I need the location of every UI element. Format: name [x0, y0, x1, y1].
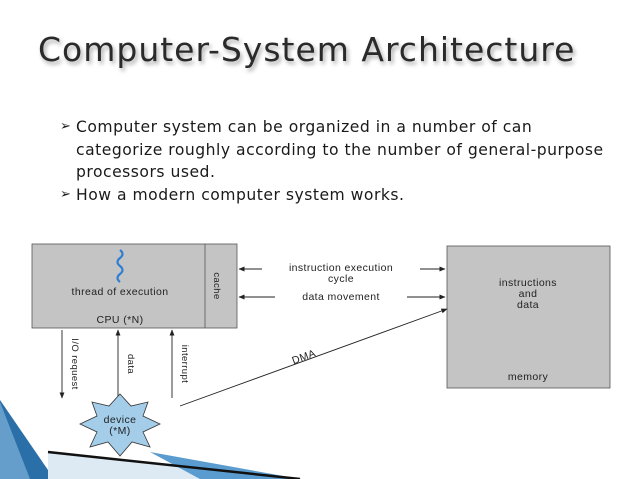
- architecture-diagram: cache thread of execution CPU (*N) instr…: [31, 243, 611, 457]
- memory-box: [446, 245, 611, 389]
- memory-label: memory: [508, 371, 549, 383]
- data-label: data: [125, 354, 136, 374]
- memory-data-label: data: [517, 299, 539, 311]
- device-count-label: (*M): [109, 425, 130, 437]
- cpu-box: [31, 243, 238, 329]
- cpu-label: CPU (*N): [97, 314, 144, 326]
- bullet-item: ➢ Computer system can be organized in a …: [60, 116, 622, 184]
- io-request-label: I/O request: [69, 338, 80, 389]
- device-label: device: [104, 414, 137, 426]
- dma-label: DMA: [290, 347, 317, 367]
- cache-label: cache: [211, 272, 222, 299]
- dma-arrow: [179, 308, 448, 407]
- instruction-cycle-label: instruction execution: [289, 262, 393, 274]
- bullet-item: ➢ How a modern computer system works.: [60, 184, 622, 207]
- memory-instructions-label: instructions: [499, 277, 557, 289]
- bullet-text: Computer system can be organized in a nu…: [76, 118, 604, 181]
- data-movement-label: data movement: [302, 291, 380, 303]
- arrow-bullet-icon: ➢: [60, 186, 72, 202]
- thread-label: thread of execution: [72, 286, 169, 298]
- thread-icon: [116, 249, 124, 283]
- memory-and-label: and: [519, 288, 538, 300]
- bullet-text: How a modern computer system works.: [76, 185, 405, 204]
- arrow-bullet-icon: ➢: [60, 119, 72, 134]
- interrupt-label: interrupt: [179, 345, 190, 383]
- slide-title: Computer-System Architecture: [38, 30, 576, 69]
- cycle-label: cycle: [328, 273, 354, 285]
- bullet-list: ➢ Computer system can be organized in a …: [60, 116, 622, 207]
